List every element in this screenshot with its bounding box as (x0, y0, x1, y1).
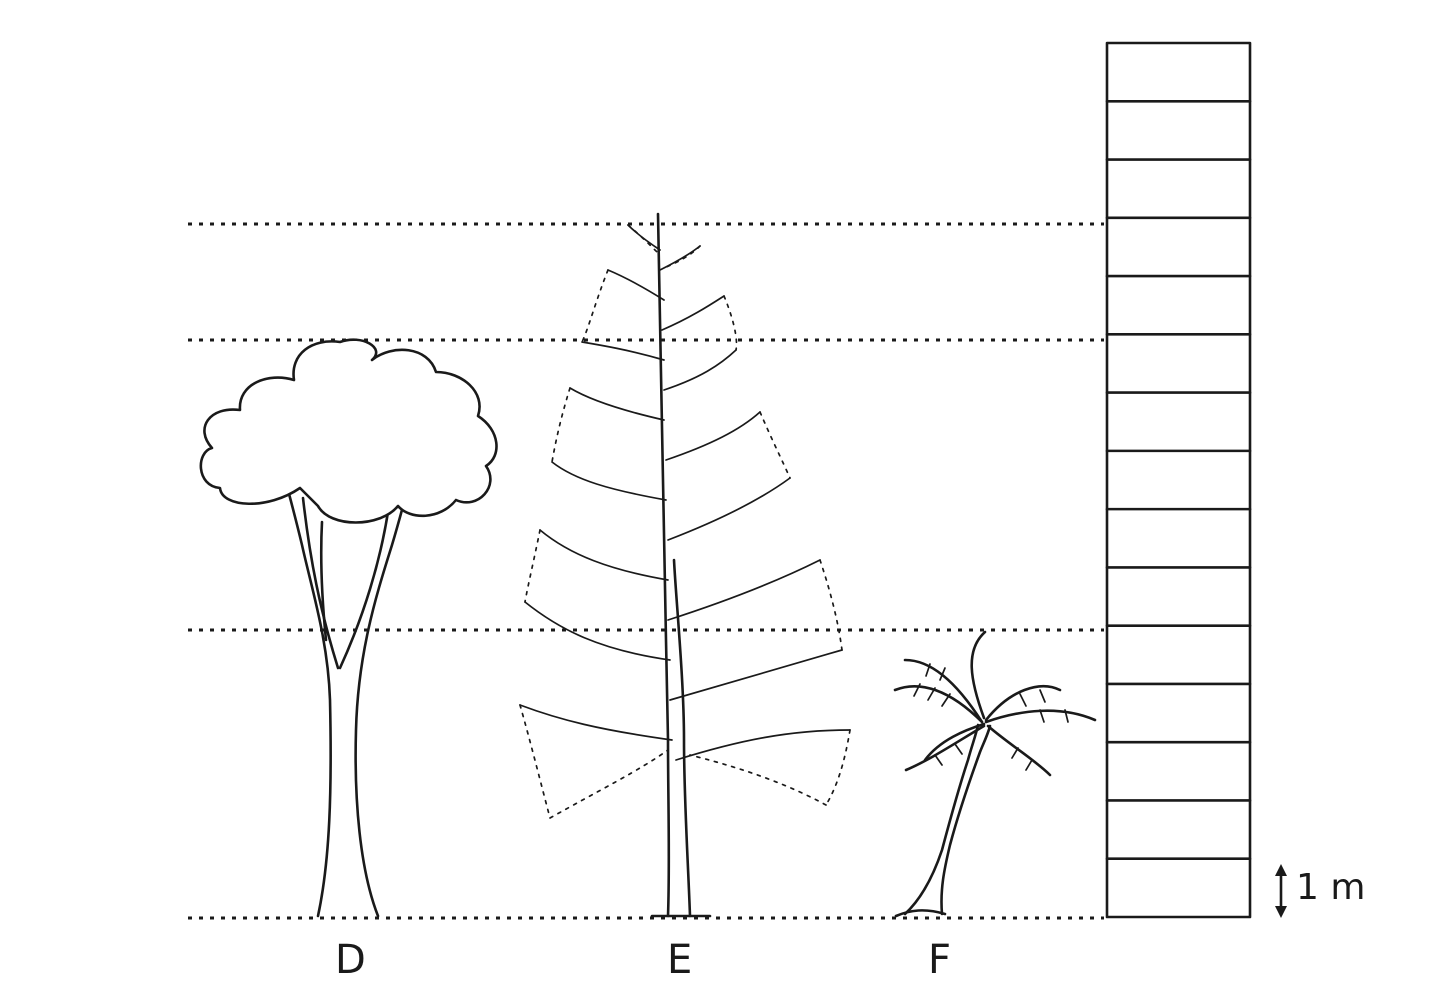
tree-d-branch-inner-left (301, 496, 340, 670)
scale-label: 1 m (1296, 867, 1366, 908)
tree-e (519, 212, 851, 918)
tree-d-branch-inner-right (338, 496, 392, 670)
height-guides (188, 222, 1104, 920)
scale-arrow-head-down (1275, 906, 1287, 918)
scale-arrow-head-up (1275, 864, 1287, 876)
tree-label-e: E (667, 937, 693, 983)
scale-arrow (1275, 864, 1287, 918)
tree-e-branches (519, 224, 851, 761)
scale-column-cells (1105, 99, 1252, 861)
tree-e-trunk-right (672, 558, 692, 918)
tree-f-trunk-left (903, 723, 980, 916)
tree-label-f: F (928, 937, 952, 983)
tree-d-branch-center (319, 520, 328, 642)
tree-f-base (894, 909, 947, 918)
tree-d-trunk-left (286, 488, 332, 918)
tree-d-trunk-right (354, 493, 408, 918)
scale-column (1105, 41, 1252, 919)
tree-d (199, 338, 498, 918)
tree-d-crown (199, 338, 498, 524)
tree-f-trunk-right (940, 724, 992, 916)
tree-e-trunk (656, 212, 671, 918)
scale-column-outline (1105, 41, 1252, 919)
tree-f (893, 630, 1097, 918)
tree-e-foliage (519, 224, 851, 819)
tree-label-d: D (335, 937, 366, 983)
tree-f-fronds (893, 630, 1097, 777)
